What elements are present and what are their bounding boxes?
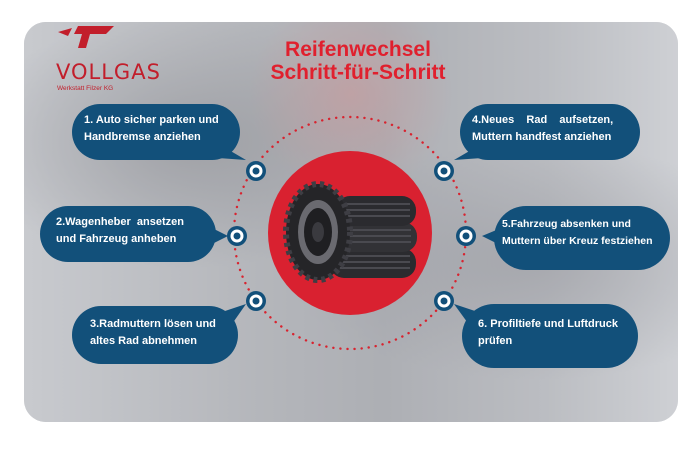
- step-6-text: 6. Profiltiefe und Luftdruck prüfen: [462, 312, 638, 350]
- step-1-line-1: 1. Auto sicher parken und: [84, 114, 219, 126]
- step-2-bubble: [40, 206, 216, 262]
- logo-subtitle: Werkstatt Filzer KG: [57, 85, 114, 92]
- connector-dots: [227, 161, 476, 311]
- company-logo: VOLLGAS Werkstatt Filzer KG: [56, 24, 166, 92]
- step-1-text: 1. Auto sicher parken und Handbremse anz…: [72, 106, 240, 146]
- step-2-line-2: und Fahrzeug anheben: [56, 233, 177, 245]
- stacked-tires-icon: [283, 181, 417, 283]
- step-1-bubble: [72, 104, 240, 160]
- target-dot-icon: [434, 291, 454, 311]
- target-dot-icon: [434, 161, 454, 181]
- target-dot-icon: [456, 226, 476, 246]
- diagram-title: Reifenwechsel Schritt-für-Schritt: [238, 38, 478, 84]
- title-line-1: Reifenwechsel: [285, 38, 431, 61]
- logo-wordmark: VOLLGAS: [56, 60, 161, 84]
- step-1-line-2: Handbremse anziehen: [84, 131, 201, 143]
- step-4-line-1: 4.Neues Rad aufsetzen,: [472, 114, 614, 126]
- target-dot-icon: [246, 291, 266, 311]
- step-5-line-2: Muttern über Kreuz festziehen: [502, 235, 653, 247]
- target-dot-icon: [227, 226, 247, 246]
- step-2-text: 2.Wagenheber ansetzen und Fahrzeug anheb…: [40, 210, 216, 248]
- step-4-line-2: Muttern handfest anziehen: [472, 131, 612, 143]
- title-line-2: Schritt-für-Schritt: [270, 61, 446, 84]
- step-6-line-2: prüfen: [478, 335, 513, 347]
- target-dot-icon: [246, 161, 266, 181]
- bubble-shapes: [40, 104, 670, 368]
- step-3-bubble: [72, 306, 238, 364]
- step-6-bubble: [462, 304, 638, 368]
- step-3-line-1: 3.Radmuttern lösen und: [90, 318, 216, 330]
- step-3-line-2: altes Rad abnehmen: [90, 335, 197, 347]
- step-3-text: 3.Radmuttern lösen und altes Rad abnehme…: [72, 310, 238, 350]
- step-4-bubble: [460, 104, 640, 160]
- logo-mark-icon: [58, 26, 114, 48]
- step-2-line-1: 2.Wagenheber ansetzen: [56, 216, 184, 228]
- step-5-text: 5.Fahrzeug absenken und Muttern über Kre…: [494, 212, 670, 250]
- step-5-line-1: 5.Fahrzeug absenken und: [502, 218, 631, 230]
- step-6-line-1: 6. Profiltiefe und Luftdruck: [478, 318, 618, 330]
- step-4-text: 4.Neues Rad aufsetzen, Muttern handfest …: [460, 106, 640, 146]
- step-5-bubble: [494, 206, 670, 270]
